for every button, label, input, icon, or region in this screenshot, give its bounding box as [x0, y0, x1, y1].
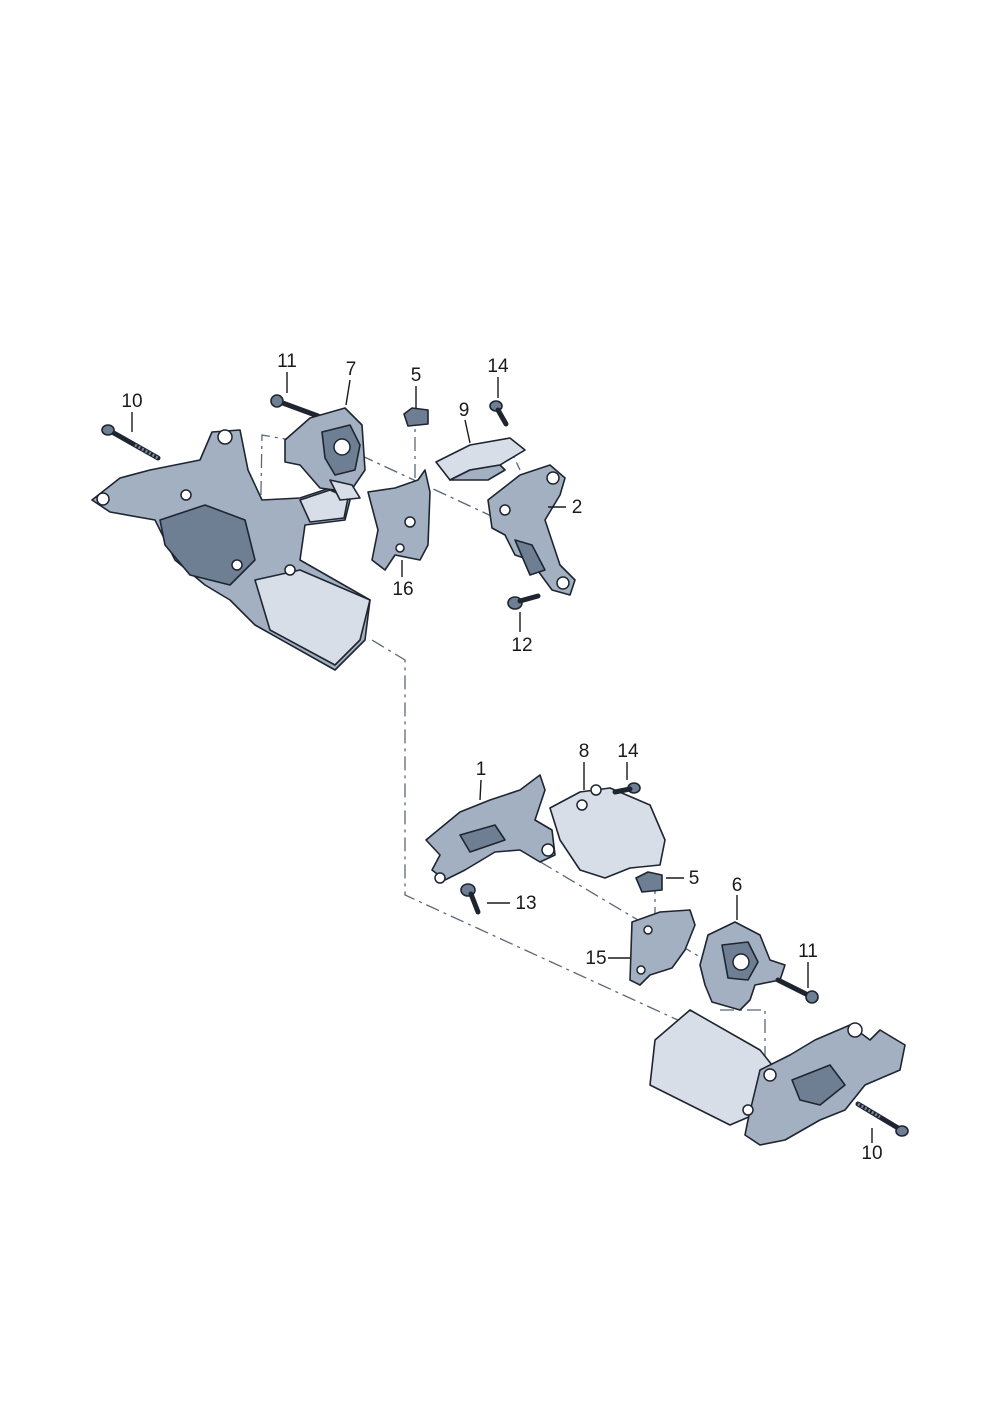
engine-mount-7: [284, 407, 366, 501]
callout-1: 1: [476, 759, 487, 780]
bolt-10-bottom: [855, 1101, 909, 1137]
bolt-12: [507, 593, 541, 610]
support-bracket-1: [425, 774, 556, 884]
subframe-top: [91, 429, 371, 671]
callouts: 11 7 5 14 10 9 2 16 12 1 8 14 5 6 13 15 …: [121, 351, 882, 1164]
engine-mount-6: [699, 921, 786, 1011]
heat-shield-8: [549, 784, 666, 879]
callout-11-top: 11: [277, 351, 297, 372]
bracket-16: [367, 469, 431, 571]
callout-5-bottom: 5: [689, 868, 700, 889]
callout-15: 15: [585, 948, 606, 969]
callout-12: 12: [511, 635, 532, 656]
bolt-13: [460, 883, 481, 915]
stop-5-bottom: [635, 871, 663, 893]
callout-6: 6: [732, 875, 743, 896]
callout-2: 2: [572, 497, 583, 518]
bolt-11-bottom: [775, 977, 819, 1004]
support-bracket-2: [487, 464, 576, 596]
callout-8: 8: [579, 741, 590, 762]
callout-11-bottom: 11: [798, 941, 818, 962]
leader-lines: [131, 372, 873, 1143]
stop-5-top: [403, 407, 429, 427]
bolt-14-bottom: [612, 782, 641, 795]
bolt-14-top: [489, 400, 509, 427]
callout-10-top: 10: [121, 391, 142, 412]
bolt-11-top: [270, 394, 321, 419]
callout-14-bottom: 14: [617, 741, 639, 762]
subframe-bottom: [649, 1009, 906, 1146]
callout-9: 9: [459, 400, 470, 421]
callout-7: 7: [346, 359, 357, 380]
bolt-10-top: [101, 424, 161, 461]
callout-10-bottom: 10: [861, 1143, 882, 1164]
callout-16: 16: [392, 579, 413, 600]
bracket-15: [629, 909, 696, 986]
heat-shield-9: [435, 437, 526, 481]
callout-5-top: 5: [411, 365, 422, 386]
callout-13: 13: [515, 893, 536, 914]
callout-14-top: 14: [487, 356, 509, 377]
